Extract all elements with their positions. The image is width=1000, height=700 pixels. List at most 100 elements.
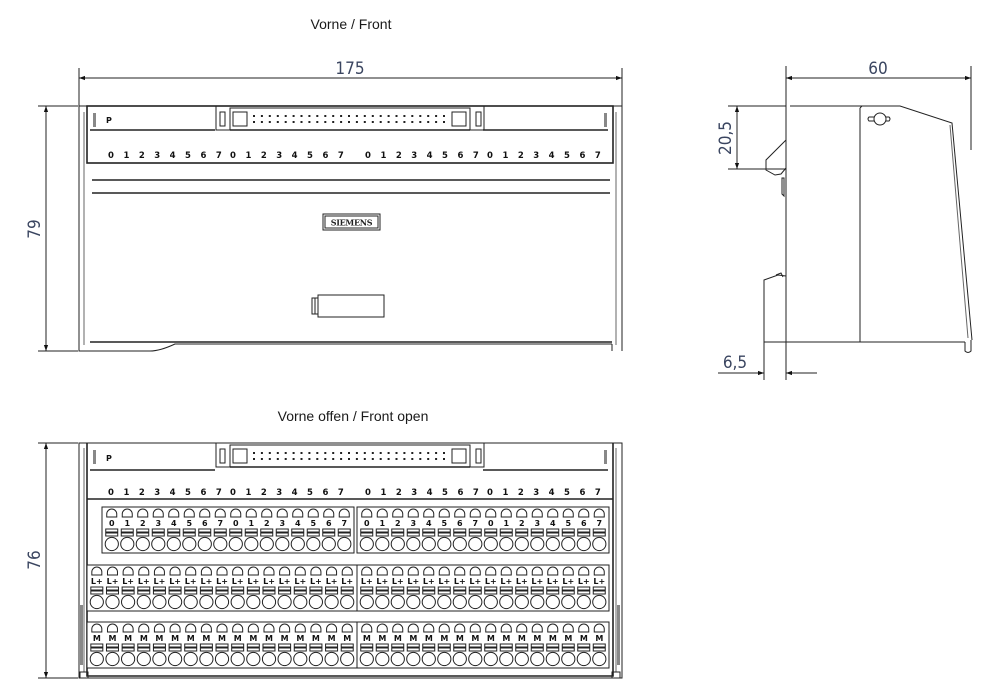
- terminal-block-frame: [86, 564, 358, 612]
- release-button-icon: [500, 508, 512, 518]
- release-button-icon: [91, 566, 103, 576]
- wire-entry-icon: [104, 536, 119, 552]
- terminal-bar: [360, 643, 374, 648]
- connector-pin: [411, 115, 414, 117]
- release-button-icon: [247, 566, 259, 576]
- wire-entry-icon: [306, 536, 321, 552]
- terminal-bar: [375, 590, 389, 595]
- terminal-label: 6: [457, 519, 463, 528]
- terminal-bar: [515, 528, 529, 533]
- terminal-bar: [391, 528, 405, 533]
- connector-pin: [387, 121, 390, 123]
- terminal-label: L+: [310, 577, 322, 586]
- terminal: M: [89, 623, 104, 667]
- wire-entry-icon: [214, 651, 230, 667]
- bottom-offset-dimension-label: 6,5: [723, 353, 747, 373]
- terminal: 3: [151, 508, 166, 552]
- connector-pin: [395, 458, 398, 460]
- brand-label: SIEMENS: [331, 218, 373, 228]
- channel-label: 0: [108, 151, 114, 161]
- channel-label: 3: [411, 488, 417, 498]
- channel-label: 2: [518, 488, 524, 498]
- wire-entry-icon: [545, 536, 560, 552]
- terminal-label: L+: [578, 577, 590, 586]
- channel-label: 0: [487, 151, 493, 161]
- release-button-icon: [169, 566, 181, 576]
- terminal-bar: [90, 590, 104, 595]
- terminal: L+: [359, 566, 374, 610]
- terminal-bar: [592, 643, 606, 648]
- terminal-bar: [375, 586, 389, 591]
- release-button-icon: [547, 508, 559, 518]
- release-button-icon: [200, 623, 212, 633]
- terminal-bar: [152, 590, 166, 595]
- terminal: M: [421, 623, 436, 667]
- terminal-bar: [246, 643, 260, 648]
- connector-pin: [363, 458, 366, 460]
- release-button-icon: [185, 566, 197, 576]
- terminal-bar: [275, 532, 289, 537]
- terminal-bar: [406, 532, 420, 537]
- terminal-bar: [453, 528, 467, 533]
- terminal: L+: [514, 566, 529, 610]
- connector-pin: [268, 458, 271, 460]
- connector-latch-left: [219, 111, 226, 127]
- wire-entry-icon: [545, 651, 560, 667]
- connector-pin: [253, 115, 255, 117]
- terminal-bar: [121, 643, 135, 648]
- front-open-view-title: Vorne offen / Front open: [278, 408, 429, 424]
- channel-label: 5: [307, 488, 313, 498]
- terminal-bar: [322, 528, 336, 533]
- terminal-bar: [278, 590, 292, 595]
- connector-pin: [340, 115, 343, 117]
- terminal-bar: [120, 532, 134, 537]
- channel-label: 0: [487, 488, 493, 498]
- terminal-bar: [213, 532, 227, 537]
- release-button-icon: [361, 508, 373, 518]
- terminal-bar: [422, 643, 436, 648]
- channel-label: 3: [411, 151, 417, 161]
- connector-pin: [348, 458, 350, 460]
- wire-entry-icon: [468, 594, 483, 610]
- connector-pin: [316, 115, 319, 117]
- release-button-icon: [361, 566, 373, 576]
- terminal: M: [230, 623, 245, 667]
- release-button-icon: [106, 566, 118, 576]
- terminal-bar: [484, 586, 498, 591]
- terminal-bar: [136, 528, 150, 533]
- release-button-icon: [310, 566, 322, 576]
- connector-pin: [419, 458, 422, 460]
- connector-pin: [292, 115, 295, 117]
- terminal-bar: [422, 532, 436, 537]
- wire-entry-icon: [213, 536, 228, 552]
- connector-pin: [387, 115, 390, 117]
- terminal-label: M: [394, 634, 402, 643]
- channel-label: 2: [396, 151, 402, 161]
- terminal-label: 4: [550, 519, 556, 528]
- terminal-bar: [499, 643, 513, 648]
- terminal-bar: [121, 647, 135, 652]
- release-button-icon: [122, 566, 134, 576]
- release-button-icon: [338, 508, 350, 518]
- channel-label: 7: [216, 151, 222, 161]
- terminal-bar: [90, 643, 104, 648]
- terminal: M: [121, 623, 136, 667]
- terminal-block-frame: [86, 621, 358, 669]
- connector-pin: [276, 115, 279, 117]
- terminal-bar: [360, 586, 374, 591]
- connector-pin: [395, 115, 398, 117]
- terminal: M: [530, 623, 545, 667]
- terminal-bar: [406, 647, 420, 652]
- terminal-bar: [577, 528, 591, 533]
- release-button-icon: [578, 508, 590, 518]
- terminal-bar: [105, 643, 119, 648]
- terminal-bar: [121, 586, 135, 591]
- terminal: L+: [152, 566, 167, 610]
- terminal-label: M: [234, 634, 242, 643]
- wire-entry-icon: [514, 536, 529, 552]
- release-button-icon: [593, 508, 605, 518]
- terminal: L+: [375, 566, 390, 610]
- terminal-bar: [561, 647, 575, 652]
- release-button-icon: [122, 623, 134, 633]
